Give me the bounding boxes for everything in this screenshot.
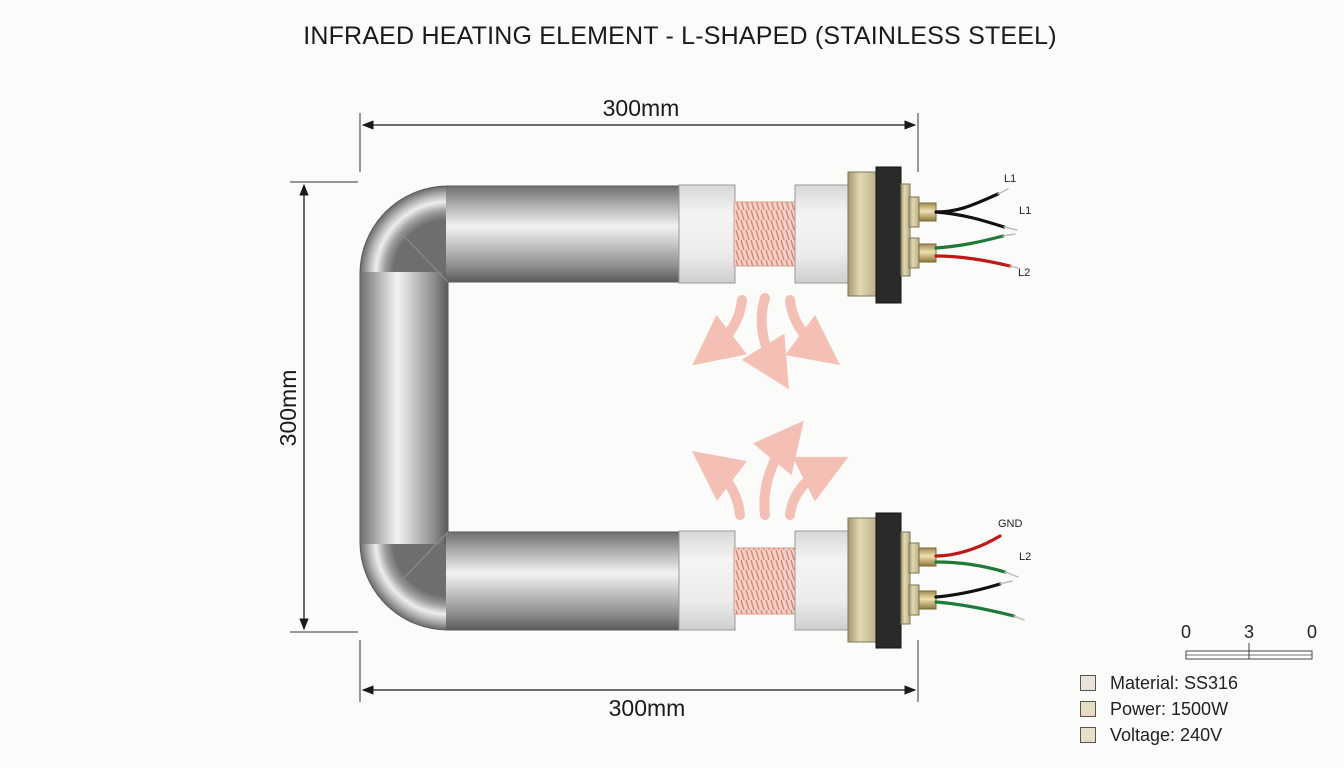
terminal-assembly-bottom — [678, 512, 937, 649]
dimension-left-label: 300mm — [275, 370, 301, 447]
dimension-left: 300mm — [275, 181, 358, 633]
legend-swatch-power — [1080, 701, 1096, 717]
ceramic-insulator-bottom-left — [678, 530, 736, 631]
wire-label-bottom-1: GND — [998, 518, 1023, 530]
legend-label-power: Power: 1500W — [1110, 698, 1229, 719]
ceramic-insulator-top-left — [678, 184, 736, 284]
legend-item-voltage: Voltage: 240V — [1080, 722, 1238, 748]
heat-radiation-arrows — [692, 293, 849, 520]
scale-label-0: 0 — [1181, 622, 1191, 642]
legend-swatch-material — [1080, 675, 1096, 691]
wire-label-top-1: L1 — [1004, 173, 1016, 185]
dimension-top: 300mm — [359, 95, 919, 172]
scale-label-2: 0 — [1307, 622, 1317, 642]
ceramic-insulator-bottom-right — [794, 530, 852, 631]
stainless-steel-tube — [359, 185, 682, 631]
legend-item-material: Material: SS316 — [1080, 670, 1238, 696]
ceramic-insulator-top-right — [794, 184, 852, 284]
scale-bar: 0 3 0 — [1181, 622, 1317, 660]
diagram-title: INFRAED HEATING ELEMENT - L-SHAPED (STAI… — [303, 22, 1057, 50]
flange-top — [847, 171, 879, 297]
legend-label-voltage: Voltage: 240V — [1110, 724, 1223, 745]
wires-bottom — [934, 534, 1025, 621]
terminal-nut-top-1 — [918, 202, 937, 222]
terminal-nut-top-2 — [918, 243, 937, 263]
legend-swatch-voltage — [1080, 727, 1096, 743]
gasket-bottom — [875, 512, 902, 649]
heating-coil-top — [733, 201, 797, 267]
wire-label-bottom-2: L2 — [1019, 551, 1031, 563]
terminal-nut-bottom-2 — [918, 590, 937, 610]
wire-label-top-2: L1 — [1019, 205, 1031, 217]
legend-item-power: Power: 1500W — [1080, 696, 1238, 722]
dimension-bottom: 300mm — [359, 640, 919, 721]
wire-label-top-3: L2 — [1018, 267, 1030, 279]
flange-bottom — [847, 517, 879, 643]
dimension-top-label: 300mm — [603, 95, 680, 121]
scale-label-1: 3 — [1244, 622, 1254, 642]
terminal-nut-bottom-1 — [918, 547, 937, 567]
legend-label-material: Material: SS316 — [1110, 672, 1239, 693]
terminal-assembly-top — [678, 166, 937, 304]
dimension-bottom-label: 300mm — [609, 695, 686, 721]
gasket-top — [875, 166, 902, 304]
wires-top — [934, 188, 1019, 269]
legend: Material: SS316 Power: 1500W Voltage: 24… — [1080, 670, 1238, 748]
heating-coil-bottom — [733, 547, 797, 615]
